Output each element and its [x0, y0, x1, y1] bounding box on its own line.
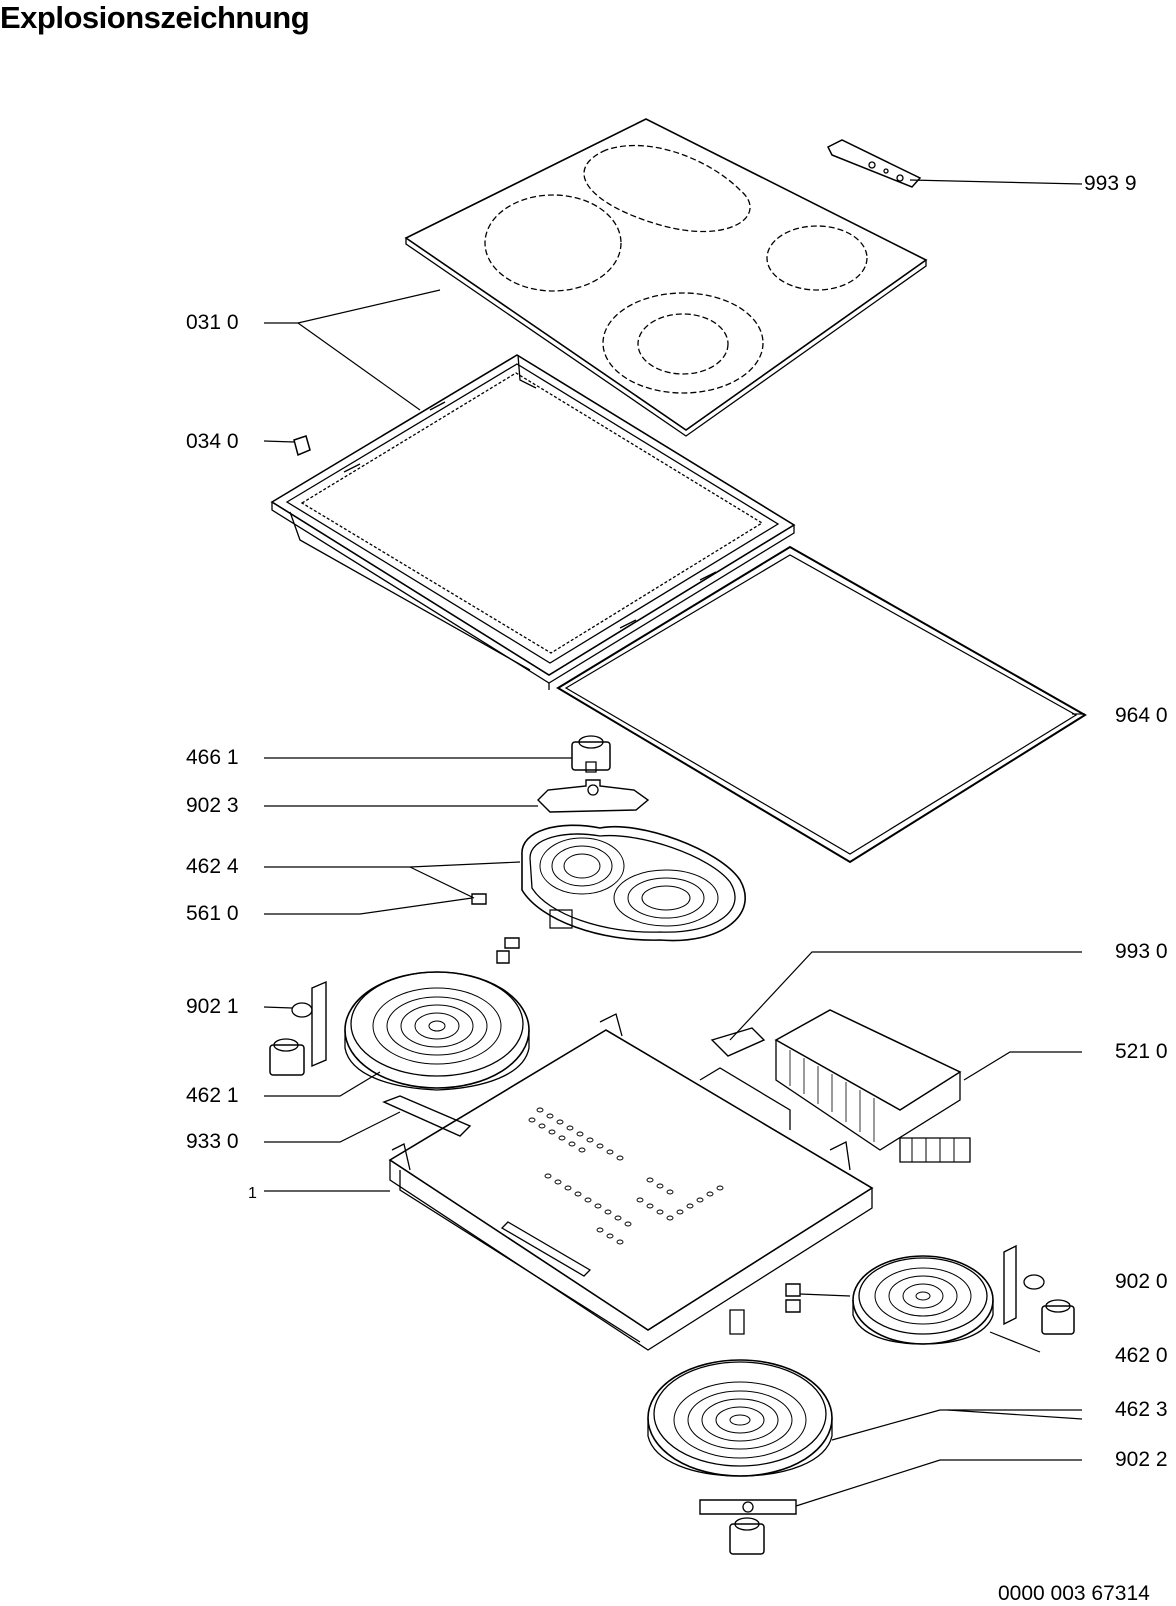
callout-9330: 933 0	[186, 1130, 239, 1153]
regulator-left	[270, 1039, 304, 1075]
electronic-box-5210	[776, 1010, 970, 1162]
callout-4624: 462 4	[186, 855, 239, 878]
glass-ceramic-top	[406, 119, 926, 436]
callout-9939: 993 9	[1084, 172, 1137, 195]
callout-4623: 462 3	[1115, 1398, 1168, 1421]
bracket-9021	[292, 982, 326, 1066]
cooktop-frame	[272, 355, 794, 690]
frame-seal	[558, 547, 1085, 862]
leader-lines	[264, 180, 1085, 1506]
base-tray	[390, 1014, 872, 1350]
regulator-4661	[572, 736, 610, 772]
regulator-right	[1042, 1300, 1074, 1334]
terminal-right	[786, 1284, 850, 1312]
terminal-5610	[472, 894, 519, 948]
clip-part-9939	[828, 140, 920, 187]
large-heating-element-4623	[648, 1310, 832, 1476]
document-number: 0000 003 67314	[998, 1582, 1150, 1605]
bracket-9330	[384, 1096, 470, 1136]
callout-0340: 034 0	[186, 430, 239, 453]
bracket-0340	[294, 436, 310, 455]
bracket-9023	[538, 780, 648, 812]
round-heating-element-4620	[853, 1256, 993, 1344]
bracket-9020	[1004, 1246, 1044, 1324]
vent-holes	[529, 1108, 723, 1244]
callout-9020: 902 0	[1115, 1270, 1168, 1293]
bracket-9022	[700, 1500, 796, 1514]
callout-0310: 031 0	[186, 311, 239, 334]
clip-part-9930	[712, 1028, 764, 1056]
round-heating-element-4621	[345, 972, 529, 1090]
terminal-left-upper	[497, 951, 509, 963]
callout-4620: 462 0	[1115, 1344, 1168, 1367]
callout-9930: 993 0	[1115, 940, 1168, 963]
callout-4621: 462 1	[186, 1084, 239, 1107]
page-title: Explosionszeichnung	[0, 0, 310, 35]
regulator-bottom	[730, 1518, 764, 1554]
callout-1: 1	[248, 1185, 257, 1202]
callout-9640: 964 0	[1115, 704, 1168, 727]
callout-9022: 902 2	[1115, 1448, 1168, 1471]
oval-heating-element-4624	[522, 825, 745, 940]
callout-9021: 902 1	[186, 995, 239, 1018]
callout-5210: 521 0	[1115, 1040, 1168, 1063]
callout-9023: 902 3	[186, 794, 239, 817]
callout-5610: 561 0	[186, 902, 239, 925]
callout-4661: 466 1	[186, 746, 239, 769]
